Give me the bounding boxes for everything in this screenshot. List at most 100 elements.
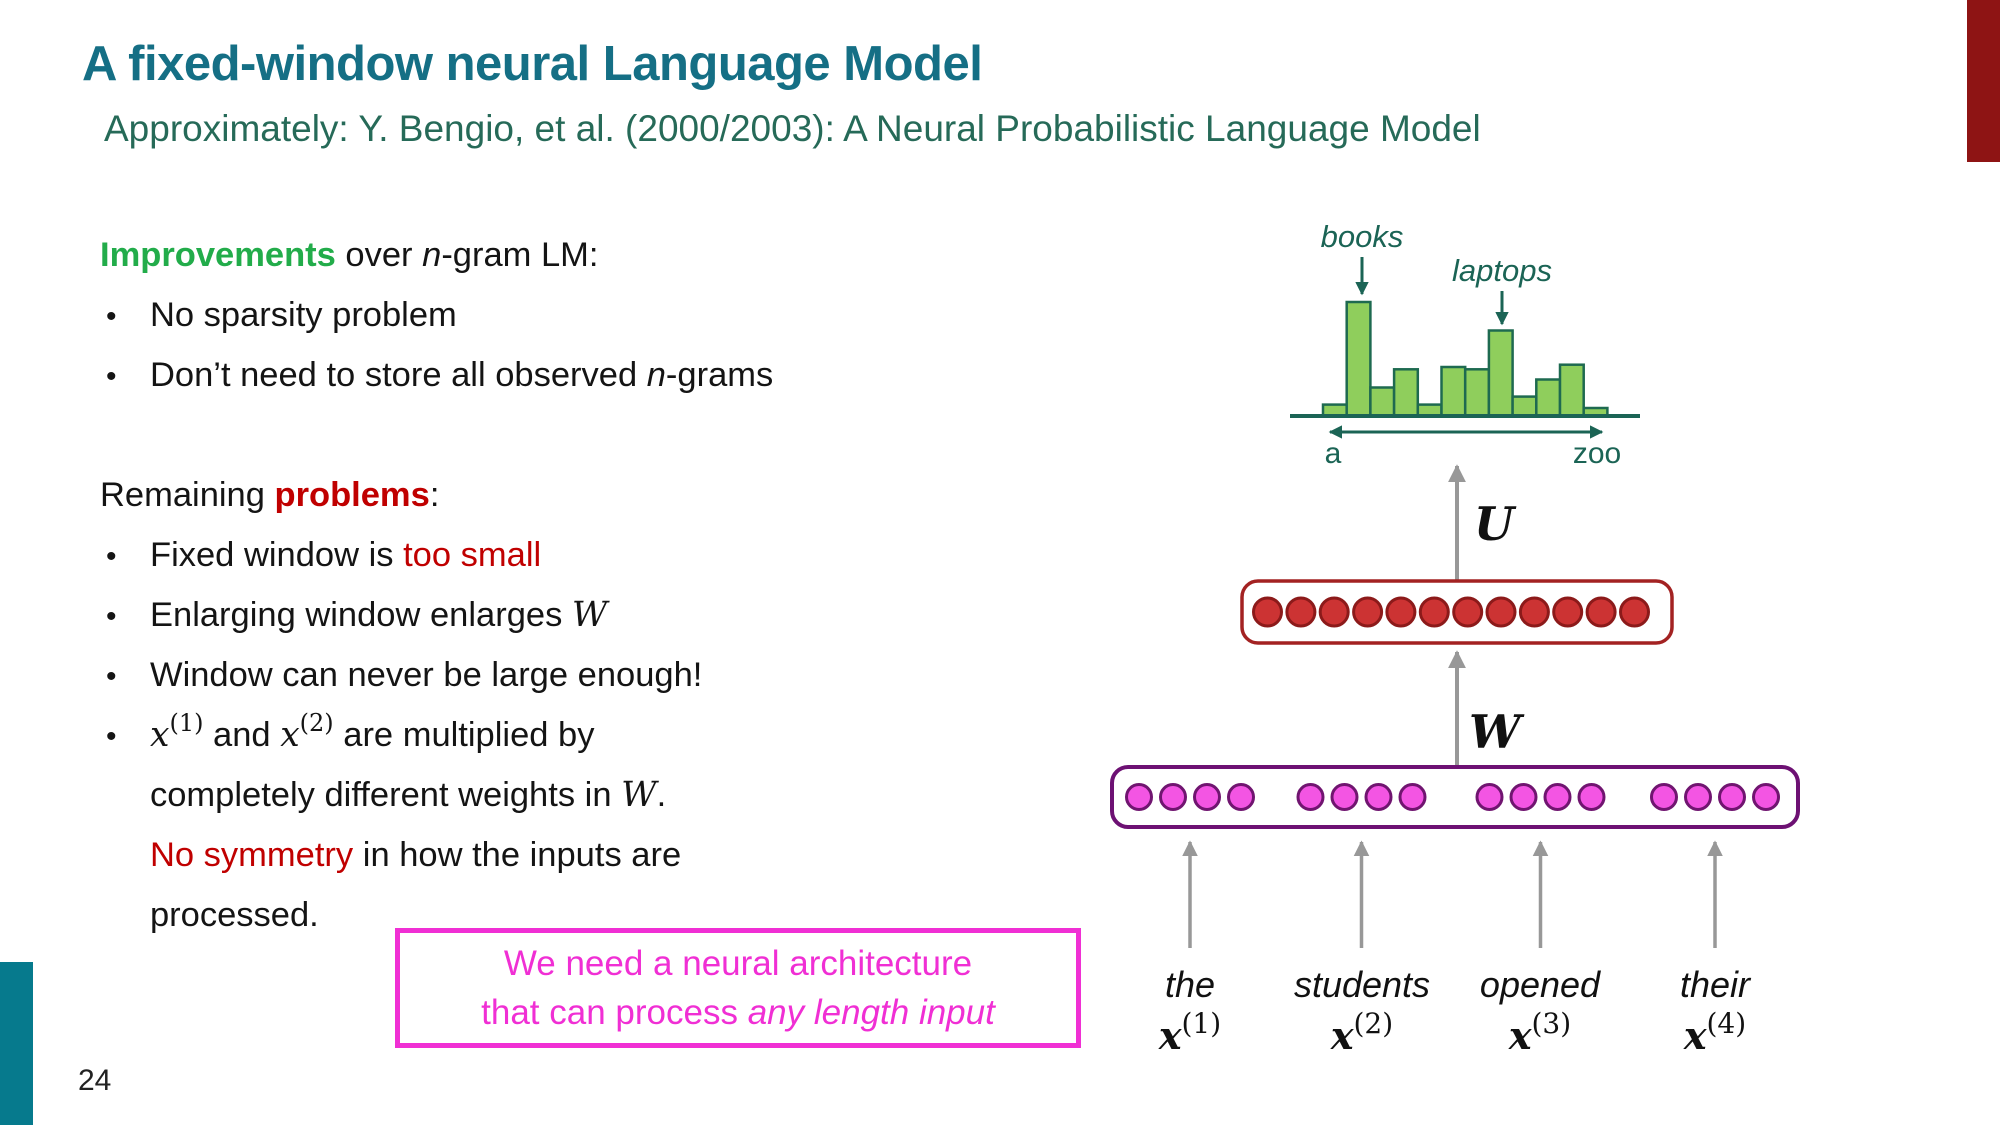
- slide-title: A fixed-window neural Language Model: [82, 37, 983, 91]
- math-x: x: [150, 715, 170, 755]
- body-text: Improvements over n-gram LM: •No sparsit…: [100, 225, 1040, 945]
- math-x: x: [1330, 1013, 1355, 1058]
- bullet-text: in how the inputs are: [353, 836, 682, 874]
- math-x: x: [1158, 1013, 1183, 1058]
- hist-bar: [1463, 368, 1491, 418]
- hidden-unit: [1552, 596, 1584, 628]
- hidden-unit: [1418, 596, 1450, 628]
- bullet-no-sparsity: •No sparsity problem: [100, 285, 1040, 345]
- input-unit: [1752, 783, 1780, 811]
- word-their: their: [1680, 964, 1752, 1005]
- bullet-icon: •: [106, 540, 117, 573]
- u-matrix-label: U: [1474, 497, 1517, 551]
- input-unit: [1577, 783, 1606, 811]
- bullet-text: Don’t need to store all observed: [150, 356, 647, 394]
- laptops-label: laptops: [1452, 253, 1552, 288]
- hist-bar: [1535, 378, 1562, 418]
- bullet-no-storage: •Don’t need to store all observed n-gram…: [100, 345, 1040, 405]
- math-sup: (2): [299, 709, 334, 737]
- bullet-text: and: [203, 716, 281, 754]
- text-fragment: Remaining: [100, 476, 275, 514]
- input-unit: [1159, 783, 1187, 811]
- vector-x2: x(2): [1330, 1007, 1393, 1058]
- hidden-unit: [1518, 596, 1550, 628]
- bullet-text: Window can never be large enough!: [150, 656, 703, 694]
- n-italic: n: [646, 356, 666, 394]
- accent-bar-bottom-left: [0, 962, 33, 1125]
- bullet-text: Enlarging window enlarges: [150, 596, 572, 634]
- math-sup: (4): [1706, 1007, 1746, 1040]
- bullet-never-large-enough: • Window can never be large enough!: [100, 645, 1040, 705]
- n-italic: n: [422, 236, 442, 274]
- bullet-text: No sparsity problem: [150, 296, 457, 334]
- bullet-icon: •: [106, 660, 117, 693]
- bullet-enlarging-window: • Enlarging window enlarges W: [100, 585, 1040, 645]
- bullet-weights-line3: No symmetry in how the inputs are: [100, 825, 1040, 885]
- hidden-unit: [1585, 596, 1617, 628]
- hist-bar: [1369, 386, 1396, 418]
- word-opened: opened: [1480, 964, 1601, 1005]
- input-unit: [1193, 783, 1221, 811]
- hidden-unit: [1619, 596, 1650, 628]
- math-x: x: [1508, 1013, 1533, 1058]
- hidden-unit: [1352, 596, 1384, 628]
- accent-bar-top-right: [1967, 0, 2000, 162]
- slide-subtitle: Approximately: Y. Bengio, et al. (2000/2…: [104, 108, 1481, 149]
- vector-x3: x(3): [1508, 1007, 1571, 1058]
- bullet-fixed-window: •Fixed window is too small: [100, 525, 1040, 585]
- math-x: x: [1683, 1013, 1708, 1058]
- bullet-text: processed.: [150, 896, 319, 934]
- problems-heading: Remaining problems:: [100, 465, 1040, 525]
- math-sup: (2): [1353, 1007, 1393, 1040]
- word-students: students: [1294, 964, 1430, 1005]
- math-sup: (1): [1181, 1007, 1221, 1040]
- hist-bar: [1558, 363, 1585, 418]
- bullet-icon: •: [106, 600, 117, 633]
- text-fragment: :: [429, 476, 440, 514]
- bullet-weights-line2: completely different weights in W.: [100, 765, 1040, 825]
- hist-bar: [1511, 395, 1538, 418]
- vector-x1: x(1): [1158, 1007, 1221, 1058]
- math-sup: (3): [1531, 1007, 1571, 1040]
- axis-label-zoo: zoo: [1573, 437, 1621, 470]
- vector-x4: x(4): [1683, 1007, 1746, 1058]
- input-unit: [1364, 783, 1393, 811]
- callout-line2: that can process any length input: [481, 988, 995, 1037]
- input-unit: [1543, 783, 1572, 811]
- axis-label-a: a: [1325, 437, 1342, 470]
- bullet-text: completely different weights in: [150, 776, 622, 814]
- too-small-highlight: too small: [403, 536, 542, 574]
- hidden-unit: [1385, 596, 1417, 628]
- bullet-text: are multiplied by: [333, 716, 595, 754]
- input-unit: [1650, 783, 1678, 811]
- hidden-unit: [1452, 596, 1484, 628]
- output-distribution-histogram: [1321, 300, 1609, 418]
- improvements-heading: Improvements over n-gram LM:: [100, 225, 1040, 285]
- any-length-input-italic: any length input: [747, 993, 995, 1032]
- bullet-text: -grams: [665, 356, 774, 394]
- no-symmetry-highlight: No symmetry: [150, 836, 354, 874]
- page-number: 24: [78, 1064, 112, 1097]
- bullet-weights-line1: •x(1) and x(2) are multiplied by: [100, 705, 1040, 765]
- input-unit: [1330, 783, 1359, 811]
- word-input-arrows: [1182, 840, 1723, 948]
- hist-bar: [1487, 329, 1514, 418]
- input-unit: [1227, 783, 1255, 811]
- input-unit: [1684, 783, 1712, 811]
- input-unit: [1125, 783, 1153, 811]
- input-unit: [1475, 783, 1504, 811]
- bullet-weights-line4: processed.: [100, 885, 1040, 945]
- hidden-unit: [1252, 596, 1283, 628]
- text-fragment: over: [335, 236, 423, 274]
- hidden-unit: [1485, 596, 1517, 628]
- bullet-icon: •: [106, 720, 117, 753]
- input-layer-units: [1125, 783, 1780, 811]
- input-layer-box: [1110, 765, 1800, 829]
- math-sup: (1): [169, 709, 204, 737]
- math-W: W: [571, 595, 608, 635]
- word-the: the: [1165, 964, 1215, 1005]
- improvements-keyword: Improvements: [100, 236, 336, 274]
- hist-bar: [1392, 368, 1420, 418]
